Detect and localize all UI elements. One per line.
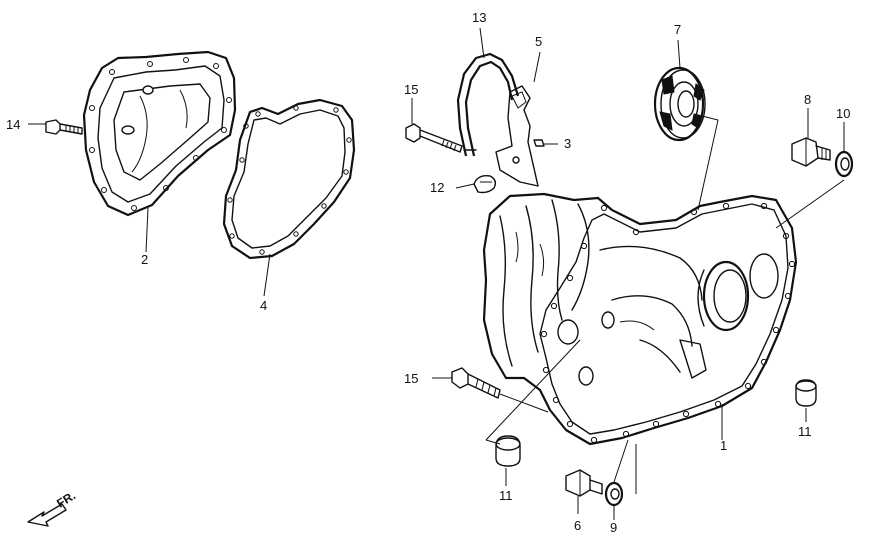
callout-7: 7 bbox=[674, 22, 681, 37]
drain-plug-8 bbox=[791, 137, 831, 167]
cover-bolt-holes bbox=[89, 57, 232, 211]
bearing bbox=[653, 66, 706, 142]
bolt-15-upper bbox=[405, 123, 463, 153]
callout-11-left: 11 bbox=[499, 488, 513, 503]
callout-9: 9 bbox=[610, 520, 617, 535]
breather-tube bbox=[456, 52, 520, 157]
callout-labels: 1 2 3 4 5 6 7 8 9 10 11 11 13 12 14 15 1… bbox=[6, 10, 850, 535]
callout-4: 4 bbox=[260, 298, 267, 313]
bolt-15-lower bbox=[451, 367, 501, 399]
washer-9 bbox=[604, 481, 624, 507]
callout-8: 8 bbox=[804, 92, 811, 107]
housing-bolt-holes bbox=[540, 202, 796, 444]
callout-2: 2 bbox=[141, 252, 148, 267]
callout-10: 10 bbox=[836, 106, 850, 121]
callout-5: 5 bbox=[535, 34, 542, 49]
leader-lines bbox=[28, 27, 845, 520]
callout-15-upper: 15 bbox=[404, 82, 418, 97]
callout-12: 12 bbox=[430, 180, 444, 195]
callout-14: 14 bbox=[6, 117, 20, 132]
callout-6: 6 bbox=[574, 518, 581, 533]
dowel-11-right bbox=[795, 379, 817, 407]
dowel-11-left bbox=[495, 435, 521, 467]
gasket-bolt-holes bbox=[227, 105, 352, 255]
callout-11-right: 11 bbox=[798, 424, 812, 439]
callout-1: 1 bbox=[720, 438, 727, 453]
plug-6 bbox=[565, 469, 603, 497]
callout-3: 3 bbox=[564, 136, 571, 151]
clip-12 bbox=[473, 174, 497, 194]
breather-bracket bbox=[495, 85, 539, 187]
callout-15-lower: 15 bbox=[404, 371, 418, 386]
callout-13: 13 bbox=[472, 10, 486, 25]
front-direction-arrow: FR. bbox=[27, 488, 78, 527]
end-cover bbox=[82, 50, 237, 217]
gasket bbox=[222, 98, 356, 260]
transmission-housing bbox=[482, 192, 798, 446]
bolt-14 bbox=[45, 119, 83, 135]
pin-3 bbox=[533, 139, 545, 147]
washer-10 bbox=[834, 150, 854, 178]
